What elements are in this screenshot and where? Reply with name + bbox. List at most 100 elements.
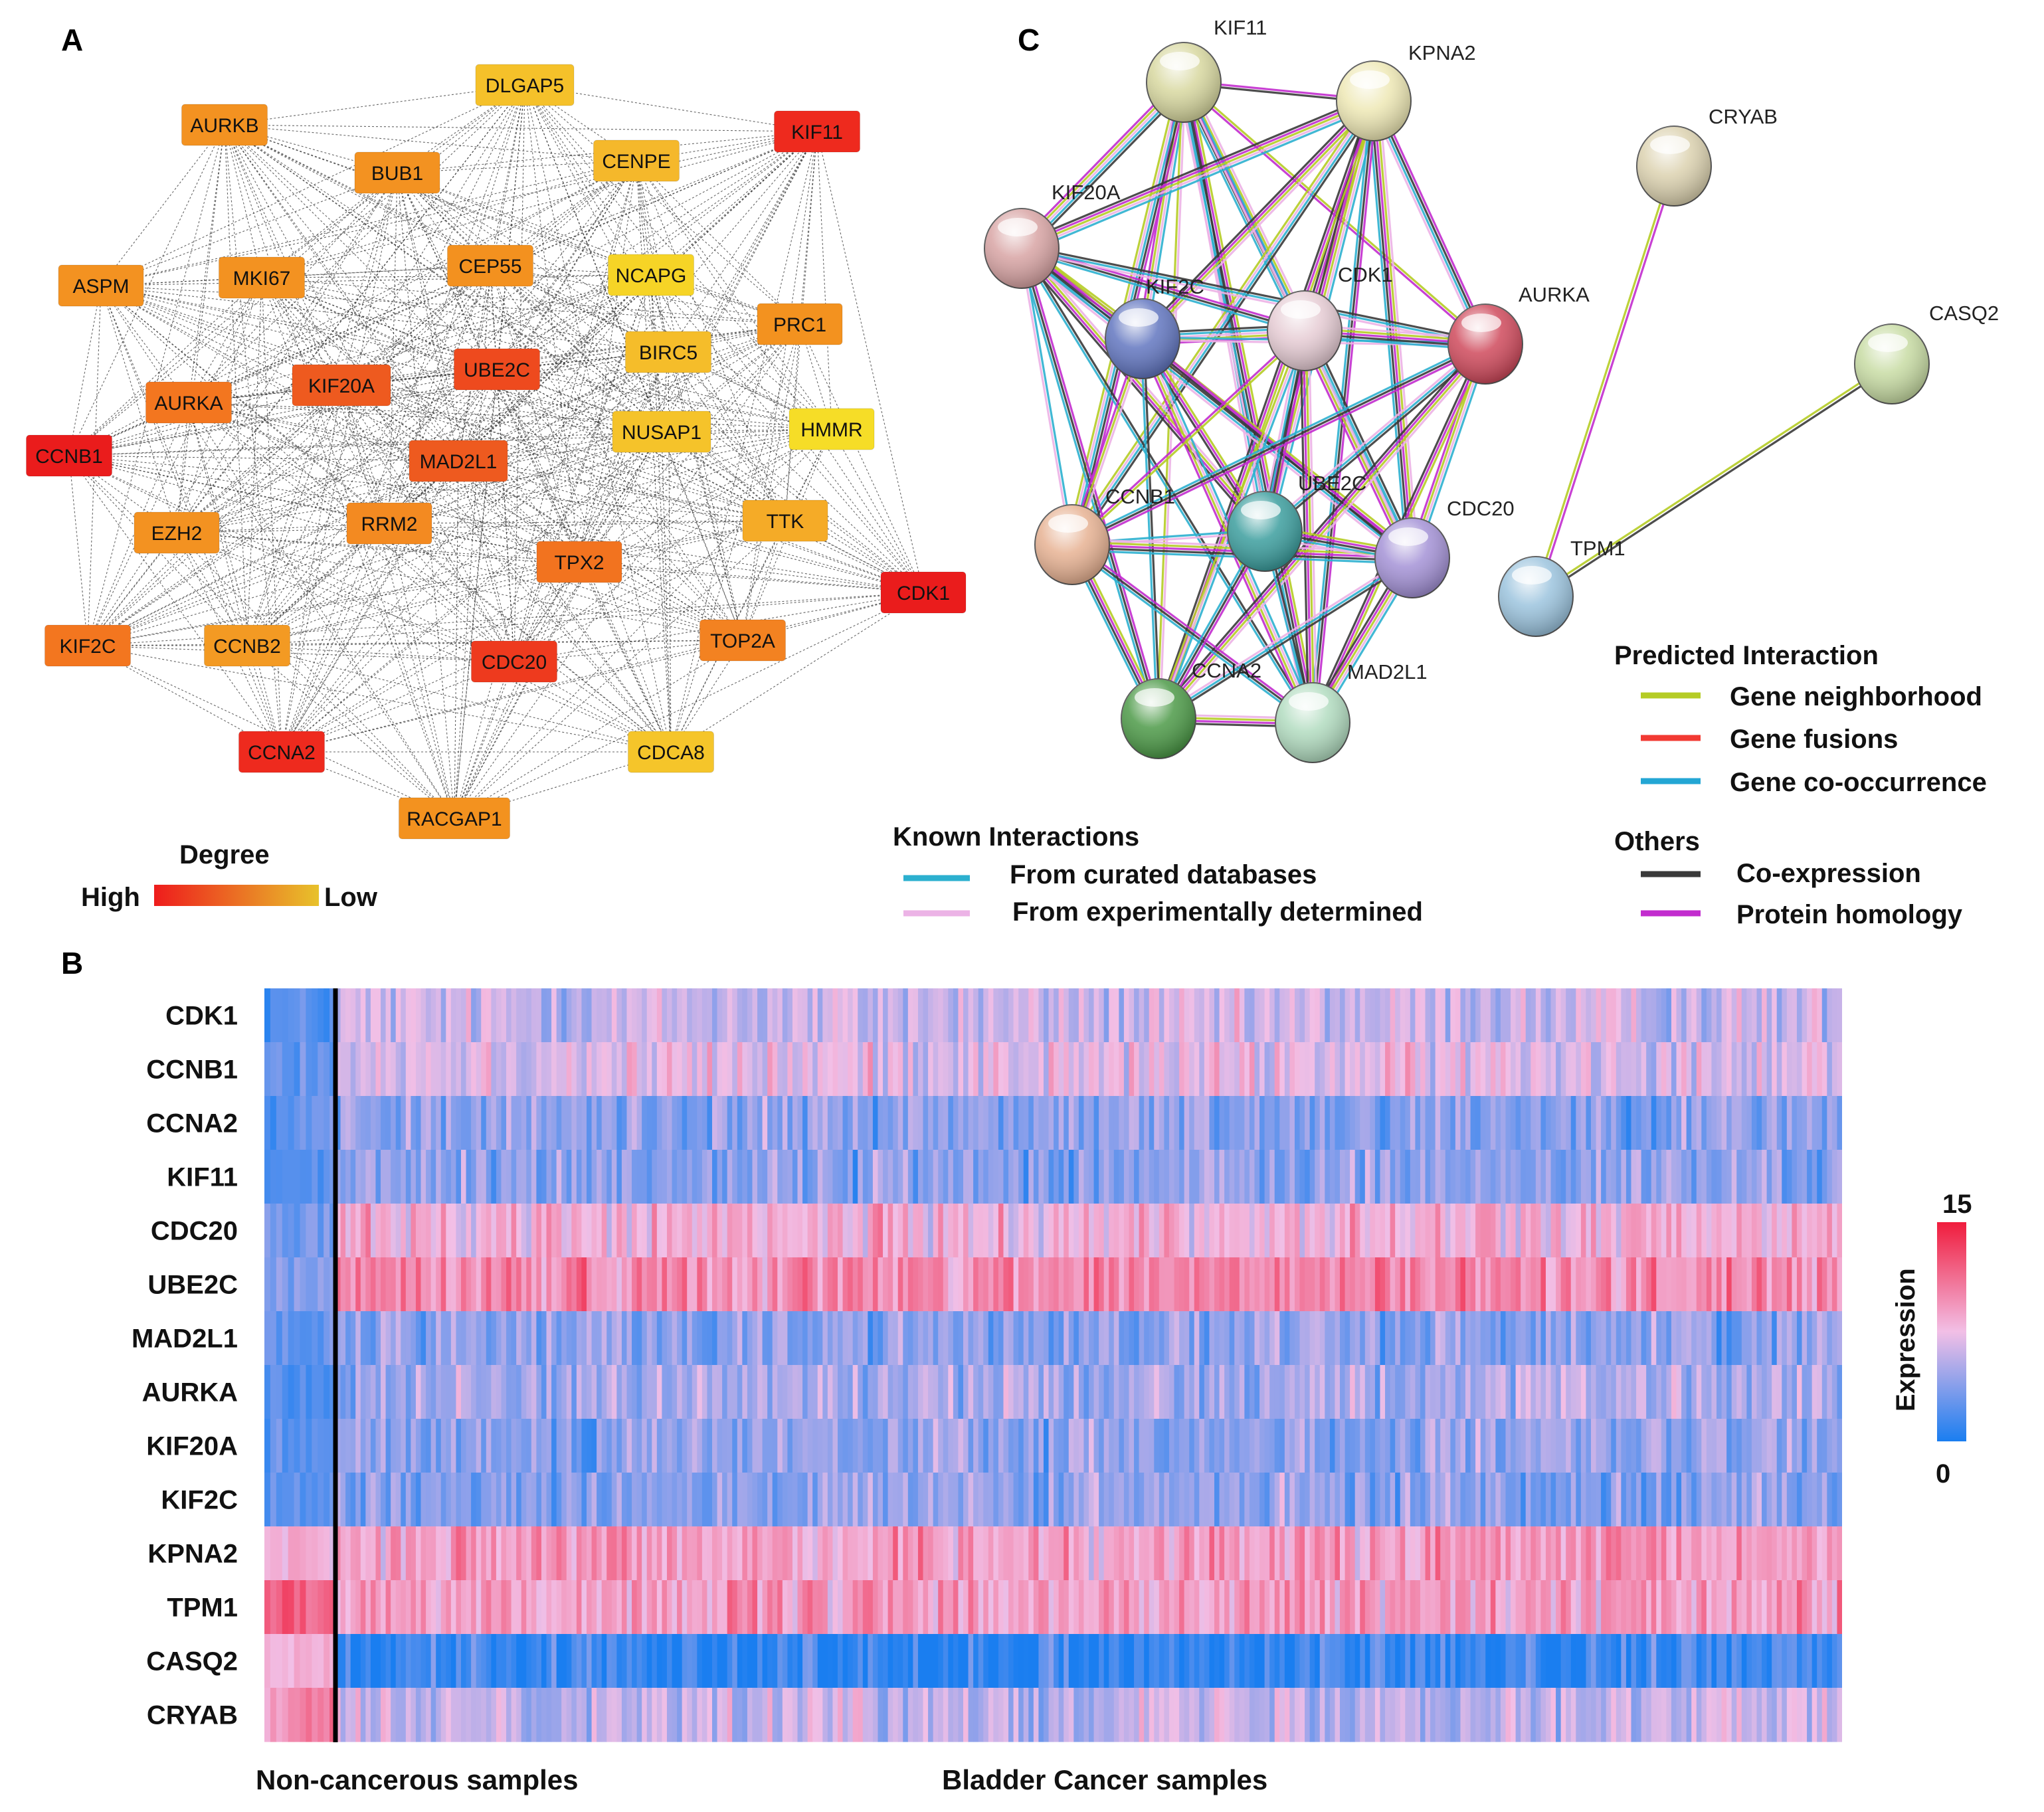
heatmap-cell (943, 988, 949, 1043)
heatmap-cell (1570, 1473, 1576, 1527)
heatmap-cell (546, 1580, 552, 1635)
heatmap-cell (727, 1042, 733, 1097)
heatmap-cell (1691, 1150, 1697, 1204)
edge-cdk1-mad2l1 (1299, 331, 1310, 723)
heatmap-cell (621, 1042, 628, 1097)
heatmap-cell (1154, 1096, 1160, 1150)
heatmap-cell (1239, 1096, 1245, 1150)
heatmap-cell (832, 1096, 838, 1150)
degree-legend-high: High (81, 883, 140, 912)
protein-label: KIF20A (1052, 181, 1121, 204)
heatmap-cell (767, 1634, 773, 1688)
heatmap-cell (1460, 1634, 1466, 1688)
heatmap-cell (712, 1419, 718, 1473)
heatmap-cell (1566, 1096, 1572, 1150)
heatmap-cell (732, 1580, 738, 1635)
heatmap-cell (1113, 1042, 1119, 1097)
heatmap-cell (381, 1204, 387, 1258)
heatmap-cell (536, 1257, 542, 1312)
edge-bub1-kif2c (87, 172, 398, 646)
heatmap-cell (1717, 1204, 1722, 1258)
edge-ube2c-ccna2 (281, 369, 498, 753)
heatmap-cell (1229, 1311, 1235, 1366)
heatmap-cell (456, 1257, 462, 1312)
heatmap-cell (1159, 1257, 1164, 1312)
heatmap-cell (1521, 1096, 1527, 1150)
heatmap-cell (1354, 1365, 1360, 1419)
heatmap-cell (868, 1311, 874, 1366)
heatmap-cell (1621, 1580, 1627, 1635)
heatmap-cell (1766, 988, 1772, 1043)
row-label-cryab: CRYAB (147, 1701, 238, 1730)
heatmap-cell (1154, 1150, 1160, 1204)
heatmap-cell (1340, 1473, 1346, 1527)
heatmap-cell (872, 1634, 879, 1688)
heatmap-cell (1390, 1419, 1396, 1473)
heatmap-cell (1400, 1204, 1406, 1258)
heatmap-cell (838, 1634, 844, 1688)
edge-cdk1-cdc20 (1298, 332, 1408, 561)
heatmap-cell (511, 1688, 517, 1742)
edge-kpna2-kif20a (1022, 102, 1376, 252)
heatmap-cell (1329, 1365, 1336, 1419)
node-label: CEP55 (458, 256, 521, 278)
heatmap-cell (662, 1042, 668, 1097)
edge-kif11-cep55 (490, 131, 818, 266)
heatmap-cell (1370, 1150, 1376, 1204)
heatmap-cell (767, 988, 773, 1043)
node-box (26, 434, 112, 477)
heatmap-cell (1445, 1526, 1451, 1581)
heatmap-cell (1776, 1204, 1782, 1258)
heatmap-cell (264, 1473, 271, 1527)
heatmap-cell (887, 1419, 893, 1473)
heatmap-cell (797, 1365, 803, 1419)
heatmap-cell (1656, 1204, 1662, 1258)
heatmap-cell (318, 1150, 324, 1204)
heatmap-cell (998, 1042, 1004, 1097)
heatmap-cell (430, 1473, 436, 1527)
heatmap-cell (1786, 1257, 1792, 1312)
heatmap-cell (1511, 1042, 1517, 1097)
heatmap-cell (897, 1419, 903, 1473)
heatmap-cell (1154, 1580, 1160, 1635)
node-box (204, 624, 290, 667)
edge-cdk1-cdc20 (1301, 331, 1411, 560)
heatmap-cell (1325, 1257, 1331, 1312)
heatmap-cell (1174, 1150, 1180, 1204)
heatmap-cell (1570, 1419, 1576, 1473)
heatmap-cell (1099, 1042, 1105, 1097)
heatmap-cell (1269, 1634, 1275, 1688)
heatmap-cell (897, 1580, 903, 1635)
heatmap-cell (1380, 1257, 1386, 1312)
heatmap-cell (652, 1419, 658, 1473)
heatmap-cell (1134, 1150, 1140, 1204)
heatmap-cell (666, 1580, 673, 1635)
heatmap-cell (1370, 1473, 1376, 1527)
heatmap-cell (1576, 1526, 1582, 1581)
heatmap-cell (491, 1365, 497, 1419)
heatmap-cell (646, 1311, 652, 1366)
heatmap-cell (1656, 1473, 1662, 1527)
heatmap-cell (385, 1311, 391, 1366)
heatmap-cell (1103, 1526, 1109, 1581)
heatmap-cell (597, 1096, 603, 1150)
heatmap-cell (1048, 1473, 1054, 1527)
heatmap-cell (1741, 1042, 1747, 1097)
edge-dlgap5-birc5 (524, 84, 669, 353)
heatmap-cell (561, 1580, 567, 1635)
heatmap-cell (1395, 988, 1401, 1043)
heatmap-cell (1340, 1580, 1346, 1635)
edge-cdc20-ccna2 (1158, 557, 1413, 720)
heatmap-cell (1073, 1257, 1079, 1312)
heatmap-cell (415, 1526, 422, 1581)
node-box (612, 410, 711, 453)
row-label-ccna2: CCNA2 (146, 1109, 238, 1138)
heatmap-cell (812, 1257, 818, 1312)
heatmap-cell (1831, 1634, 1838, 1688)
heatmap-cell (1089, 1580, 1095, 1635)
edge-ccnb1-kif2c (68, 455, 88, 646)
heatmap-cell (1631, 1257, 1637, 1312)
heatmap-cell (1576, 1634, 1582, 1688)
edge-aspm-ttk (100, 285, 786, 521)
